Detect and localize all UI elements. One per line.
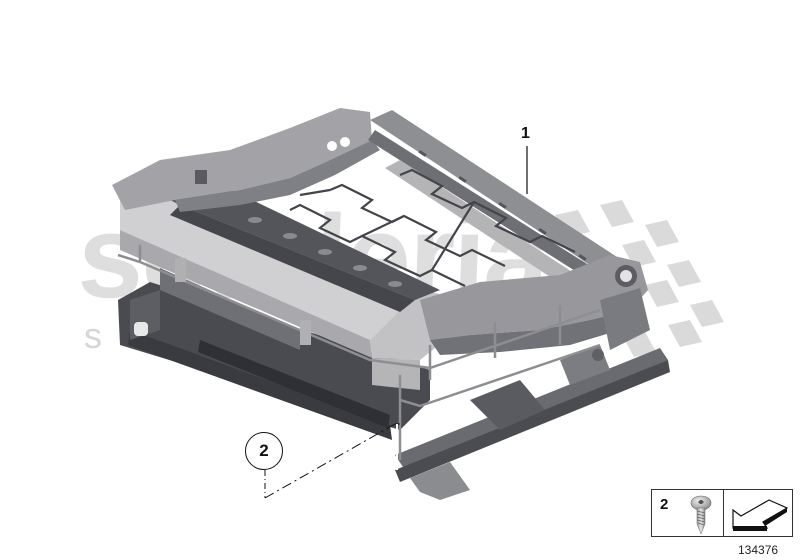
side-member-right xyxy=(420,255,648,355)
legend-item-screw[interactable]: 2 xyxy=(652,490,724,536)
legend-item-number: 2 xyxy=(660,496,669,513)
wire-frame xyxy=(117,245,601,460)
legend-box: 2 xyxy=(651,489,793,537)
torx-screw-icon xyxy=(690,495,712,535)
seat-springs xyxy=(289,168,576,287)
callout-2-leader-line xyxy=(264,423,400,499)
callout-2-circle[interactable]: 2 xyxy=(245,432,283,470)
diagram-number: 134376 xyxy=(738,543,779,557)
base-tray xyxy=(118,282,430,440)
legend-item-torque[interactable] xyxy=(724,490,792,536)
watermark-tagline-letter: s xyxy=(84,315,102,356)
brackets xyxy=(175,258,311,345)
side-member-left xyxy=(112,108,380,212)
callout-1[interactable]: 1 xyxy=(521,125,530,142)
tightening-torque-arrow-icon xyxy=(732,499,789,531)
seat-rail-right xyxy=(395,345,670,500)
